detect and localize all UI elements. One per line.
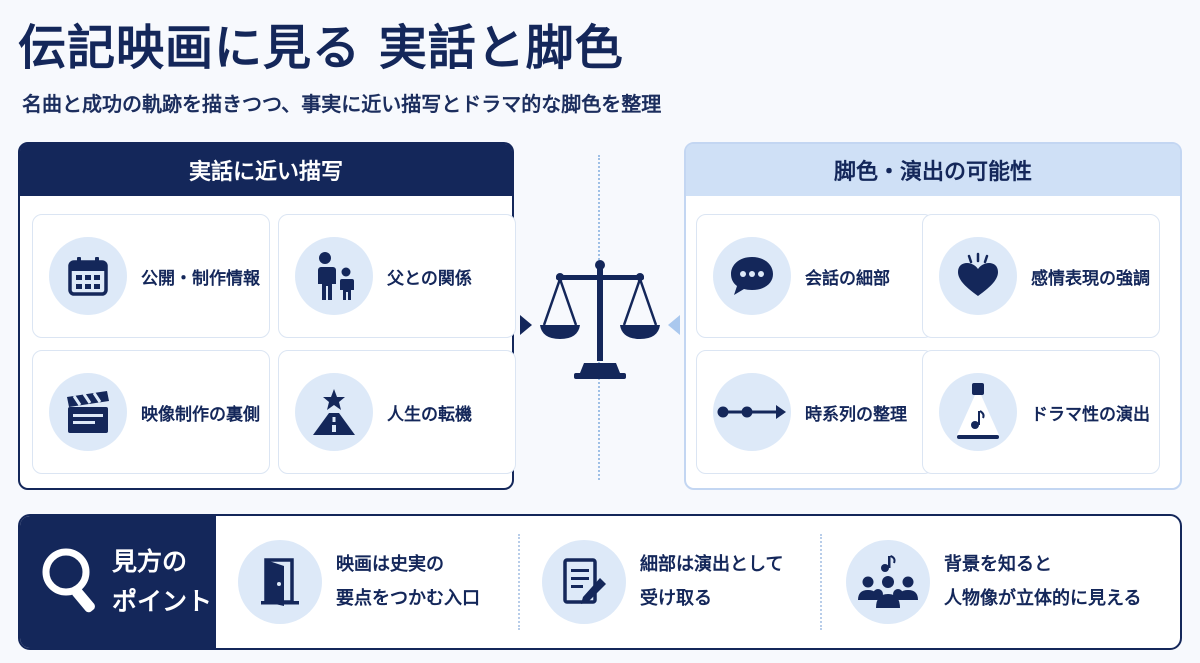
- card-label: 感情表現の強調: [1031, 268, 1150, 289]
- magnifier-icon: [42, 548, 95, 613]
- point-details: 細部は演出として 受け取る: [542, 516, 783, 648]
- card-label: 映像制作の裏側: [141, 404, 260, 425]
- card-emotion-emphasis: 感情表現の強調: [922, 214, 1160, 338]
- card-label: 父との関係: [387, 268, 472, 289]
- dramatization-panel: 脚色・演出の可能性 会話の細部 感情表現の強調: [684, 142, 1182, 490]
- card-label: 会話の細部: [805, 268, 890, 289]
- road-star-icon: [295, 373, 373, 451]
- card-production-backstage: 映像制作の裏側: [32, 350, 270, 474]
- dramatization-panel-heading: 脚色・演出の可能性: [686, 144, 1180, 196]
- document-pen-icon: [542, 540, 626, 624]
- card-timeline-arrangement: 時系列の整理: [696, 350, 934, 474]
- viewing-points-heading: 見方の ポイント: [20, 516, 216, 648]
- viewing-points-section: 見方の ポイント 映画は史実の 要点をつかむ入口: [18, 514, 1182, 650]
- balance-scale-icon: [520, 255, 680, 385]
- card-turning-point: 人生の転機: [278, 350, 516, 474]
- factual-panel: 実話に近い描写 公開・制作情報: [18, 142, 516, 490]
- card-dialogue-details: 会話の細部: [696, 214, 934, 338]
- card-release-info: 公開・制作情報: [32, 214, 270, 338]
- card-label: 人生の転機: [387, 404, 472, 425]
- speech-bubble-icon: [713, 237, 791, 315]
- card-father-relationship: 父との関係: [278, 214, 516, 338]
- heading-line-2: ポイント: [112, 587, 213, 616]
- people-music-icon: [846, 540, 930, 624]
- heart-icon: [939, 237, 1017, 315]
- point-line-1: 映画は史実の: [336, 554, 444, 575]
- bottom-divider: [518, 534, 520, 630]
- card-label: 公開・制作情報: [141, 268, 260, 289]
- factual-panel-heading: 実話に近い描写: [20, 144, 512, 196]
- card-label: 時系列の整理: [805, 404, 907, 425]
- page-subtitle: 名曲と成功の軌跡を描きつつ、事実に近い描写とドラマ的な脚色を整理: [22, 92, 662, 116]
- point-line-1: 背景を知ると: [944, 554, 1052, 575]
- page-title: 伝記映画に見る 実話と脚色: [18, 20, 624, 76]
- point-line-2: 要点をつかむ入口: [336, 588, 480, 609]
- point-background: 背景を知ると 人物像が立体的に見える: [846, 516, 1141, 648]
- card-label: ドラマ性の演出: [1031, 404, 1150, 425]
- card-dramatic-staging: ドラマ性の演出: [922, 350, 1160, 474]
- point-line-2: 受け取る: [640, 588, 712, 609]
- clapperboard-icon: [49, 373, 127, 451]
- point-line-1: 細部は演出として: [640, 554, 784, 575]
- timeline-icon: [713, 373, 791, 451]
- spotlight-music-icon: [939, 373, 1017, 451]
- heading-line-1: 見方の: [112, 547, 188, 576]
- point-line-2: 人物像が立体的に見える: [944, 588, 1142, 609]
- bottom-divider: [820, 534, 822, 630]
- calendar-icon: [49, 237, 127, 315]
- door-icon: [238, 540, 322, 624]
- point-entry: 映画は史実の 要点をつかむ入口: [238, 516, 480, 648]
- father-child-icon: [295, 237, 373, 315]
